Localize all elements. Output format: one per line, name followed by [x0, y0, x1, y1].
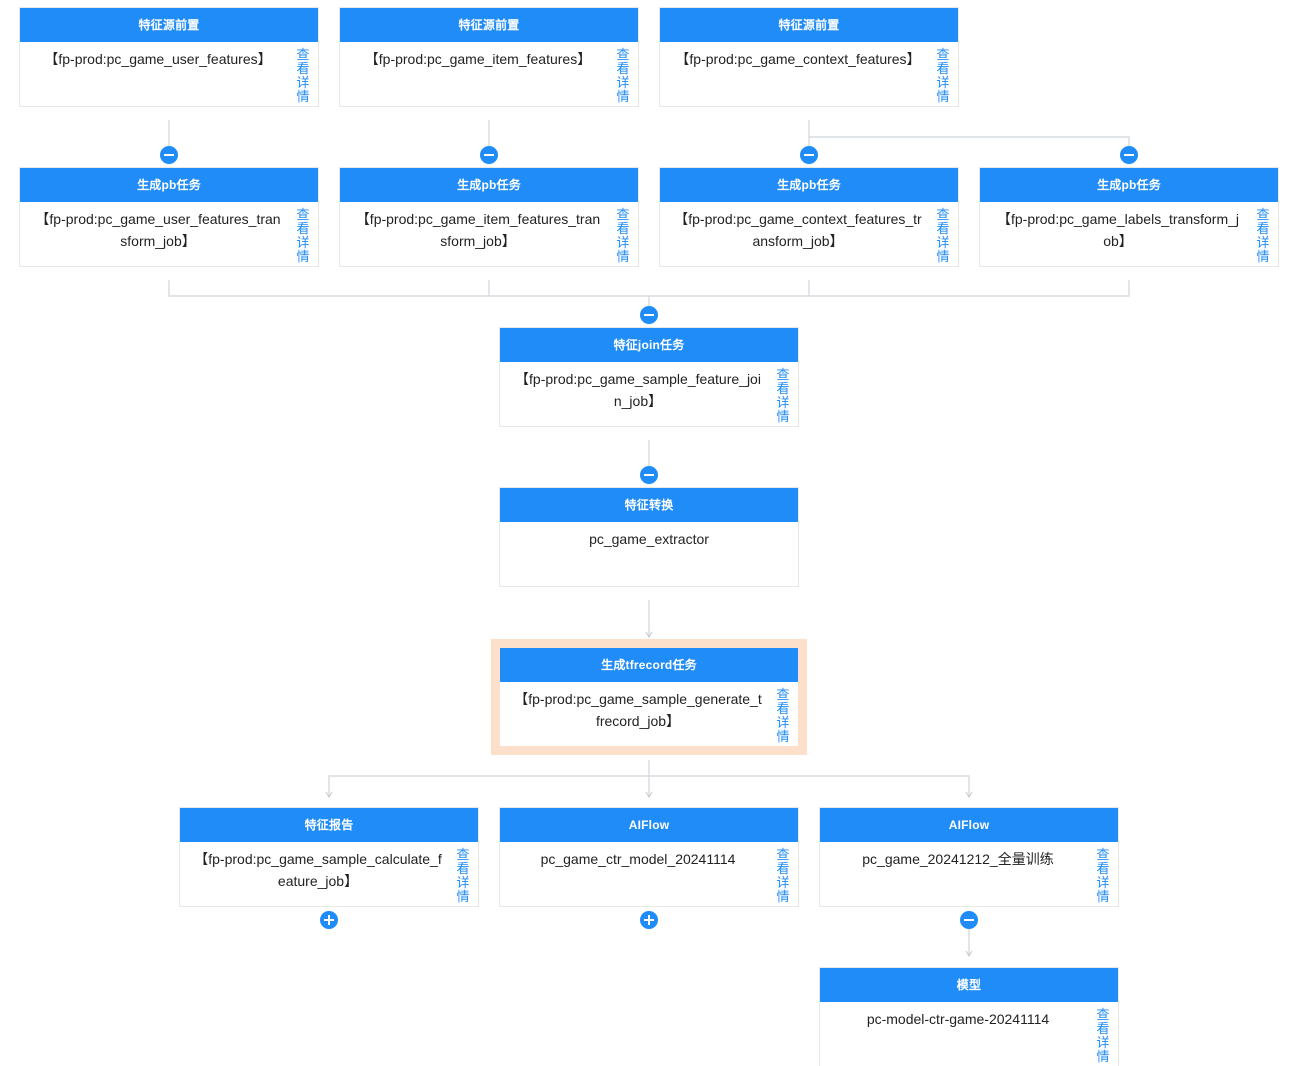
node-content: 【fp-prod:pc_game_sample_feature_join_job… [515, 371, 761, 409]
node-content: pc_game_extractor [589, 531, 709, 547]
node-transform[interactable]: 特征转换 pc_game_extractor [499, 487, 799, 587]
edge-tfrecord-report [325, 760, 650, 798]
node-title: AIFlow [820, 808, 1118, 842]
node-aiflow-full[interactable]: AIFlow pc_game_20241212_全量训练 查看详情 [819, 807, 1119, 907]
node-title: 生成pb任务 [660, 168, 958, 202]
expand-toggle-icon[interactable] [640, 911, 658, 929]
view-detail-link[interactable]: 查看详情 [616, 47, 630, 104]
node-title: 特征报告 [180, 808, 478, 842]
view-detail-link[interactable]: 查看详情 [1256, 207, 1270, 264]
node-title: 特征转换 [500, 488, 798, 522]
node-title: 生成tfrecord任务 [500, 648, 798, 682]
node-title: 模型 [820, 968, 1118, 1002]
edge-pb-join [168, 280, 1130, 306]
node-content: pc_game_ctr_model_20241114 [540, 851, 736, 867]
view-detail-link[interactable]: 查看详情 [776, 847, 790, 904]
view-detail-link[interactable]: 查看详情 [936, 47, 950, 104]
expand-toggle-icon[interactable] [320, 911, 338, 929]
node-title: 特征源前置 [660, 8, 958, 42]
edge-source-context-labels [809, 136, 1130, 146]
view-detail-link[interactable]: 查看详情 [616, 207, 630, 264]
collapse-toggle-icon[interactable] [640, 466, 658, 484]
node-title: 特征源前置 [20, 8, 318, 42]
node-aiflow-ctr[interactable]: AIFlow pc_game_ctr_model_20241114 查看详情 [499, 807, 799, 907]
node-content: pc_game_20241212_全量训练 [862, 851, 1054, 867]
node-title: AIFlow [500, 808, 798, 842]
view-detail-link[interactable]: 查看详情 [296, 47, 310, 104]
view-detail-link[interactable]: 查看详情 [1096, 1007, 1110, 1064]
view-detail-link[interactable]: 查看详情 [296, 207, 310, 264]
view-detail-link[interactable]: 查看详情 [936, 207, 950, 264]
node-source-context[interactable]: 特征源前置 【fp-prod:pc_game_context_features】… [659, 7, 959, 107]
node-title: 特征join任务 [500, 328, 798, 362]
node-source-user[interactable]: 特征源前置 【fp-prod:pc_game_user_features】 查看… [19, 7, 319, 107]
node-model[interactable]: 模型 pc-model-ctr-game-20241114 查看详情 [819, 967, 1119, 1066]
collapse-toggle-icon[interactable] [800, 146, 818, 164]
view-detail-link[interactable]: 查看详情 [776, 367, 790, 424]
node-content: 【fp-prod:pc_game_context_features】 [675, 51, 921, 67]
view-detail-link[interactable]: 查看详情 [1096, 847, 1110, 904]
node-content: 【fp-prod:pc_game_item_features】 [364, 51, 592, 67]
node-feature-report[interactable]: 特征报告 【fp-prod:pc_game_sample_calculate_f… [179, 807, 479, 907]
collapse-toggle-icon[interactable] [480, 146, 498, 164]
node-title: 生成pb任务 [20, 168, 318, 202]
node-source-item[interactable]: 特征源前置 【fp-prod:pc_game_item_features】 查看… [339, 7, 639, 107]
collapse-toggle-icon[interactable] [960, 911, 978, 929]
node-content: 【fp-prod:pc_game_labels_transform_job】 [996, 211, 1239, 249]
node-pb-item[interactable]: 生成pb任务 【fp-prod:pc_game_item_features_tr… [339, 167, 639, 267]
node-join[interactable]: 特征join任务 【fp-prod:pc_game_sample_feature… [499, 327, 799, 427]
node-pb-labels[interactable]: 生成pb任务 【fp-prod:pc_game_labels_transform… [979, 167, 1279, 267]
view-detail-link[interactable]: 查看详情 [456, 847, 470, 904]
collapse-toggle-icon[interactable] [1120, 146, 1138, 164]
edge-tfrecord-aiflow-full [649, 775, 973, 798]
node-content: 【fp-prod:pc_game_context_features_transf… [674, 211, 922, 249]
node-pb-user[interactable]: 生成pb任务 【fp-prod:pc_game_user_features_tr… [19, 167, 319, 267]
node-content: 【fp-prod:pc_game_user_features_transform… [35, 211, 281, 249]
node-content: pc-model-ctr-game-20241114 [866, 1011, 1050, 1027]
collapse-toggle-icon[interactable] [640, 306, 658, 324]
node-title: 生成pb任务 [340, 168, 638, 202]
node-title: 生成pb任务 [980, 168, 1278, 202]
node-title: 特征源前置 [340, 8, 638, 42]
view-detail-link[interactable]: 查看详情 [776, 687, 790, 744]
node-content: 【fp-prod:pc_game_user_features】 [44, 51, 272, 67]
node-pb-context[interactable]: 生成pb任务 【fp-prod:pc_game_context_features… [659, 167, 959, 267]
node-content: 【fp-prod:pc_game_item_features_transform… [355, 211, 601, 249]
collapse-toggle-icon[interactable] [160, 146, 178, 164]
node-content: 【fp-prod:pc_game_sample_calculate_featur… [194, 851, 442, 889]
node-content: 【fp-prod:pc_game_sample_generate_tfrecor… [514, 691, 762, 729]
node-tfrecord[interactable]: 生成tfrecord任务 【fp-prod:pc_game_sample_gen… [499, 647, 799, 747]
